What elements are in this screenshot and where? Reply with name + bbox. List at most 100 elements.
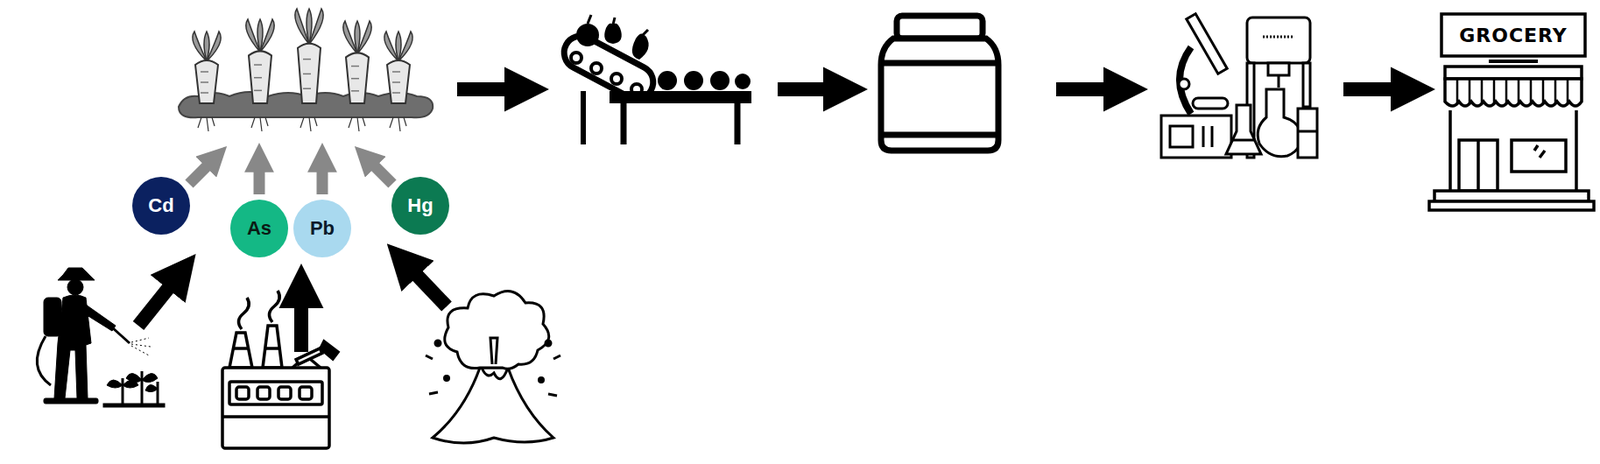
illustration-stroke xyxy=(206,31,221,62)
illustration-stroke xyxy=(411,269,447,307)
illustration-stroke xyxy=(266,346,281,351)
illustration-stroke xyxy=(232,346,249,351)
illustration-stroke xyxy=(351,77,360,80)
illustration-stroke xyxy=(140,371,144,405)
grocery-store xyxy=(1429,14,1594,211)
illustration-stroke xyxy=(1179,47,1192,114)
illustration-stroke xyxy=(1574,110,1579,191)
illustration-stroke xyxy=(1056,82,1113,97)
illustration-stroke xyxy=(710,70,730,91)
farmer-spraying xyxy=(36,267,165,408)
illustration-stroke xyxy=(545,340,551,346)
illustration-stroke xyxy=(587,14,592,24)
illustration-stroke xyxy=(1226,105,1262,155)
illustration-stroke xyxy=(1468,78,1472,104)
illustration-stroke xyxy=(576,14,751,91)
illustration-stroke xyxy=(1456,78,1460,104)
illustration-stroke xyxy=(1480,78,1484,104)
illustration-stroke xyxy=(229,332,253,368)
uptake-arrows xyxy=(189,162,393,195)
illustration-stroke xyxy=(1554,78,1558,104)
illustration-stroke xyxy=(425,355,561,396)
illustration-stroke xyxy=(580,91,586,145)
illustration-stroke xyxy=(253,166,266,195)
element-circle: Cd xyxy=(132,176,191,235)
illustration-stroke xyxy=(189,162,211,184)
illustration-stroke xyxy=(131,338,151,356)
illustration-stroke xyxy=(300,117,318,132)
illustration-stroke xyxy=(253,77,262,79)
illustration-stroke xyxy=(294,299,309,353)
illustration-stroke xyxy=(138,281,174,326)
illustration-stroke xyxy=(1476,140,1481,191)
illustration-stroke xyxy=(106,380,123,388)
illustration-stroke xyxy=(1448,110,1452,191)
illustration-stroke xyxy=(1529,78,1533,104)
illustration-stroke xyxy=(345,52,369,104)
illustration-stroke xyxy=(197,117,215,132)
illustration-stroke xyxy=(238,297,249,330)
illustration-stroke xyxy=(1457,78,1568,104)
illustration-stroke xyxy=(1186,14,1227,74)
illustration-stroke xyxy=(1441,14,1586,57)
illustration-stroke xyxy=(642,29,649,36)
illustration-stroke xyxy=(43,398,99,404)
illustration-stroke xyxy=(222,415,330,419)
illustration-stroke xyxy=(156,381,160,405)
illustration-stroke xyxy=(309,8,324,45)
illustration-stroke xyxy=(1434,190,1589,202)
illustration-stroke xyxy=(490,338,498,365)
illustration-stroke xyxy=(1247,17,1311,64)
illustration-stroke xyxy=(103,371,165,408)
factory xyxy=(222,290,339,449)
illustration-stroke xyxy=(268,290,280,323)
illustration-stroke xyxy=(348,117,366,132)
illustration-stroke xyxy=(1170,126,1193,148)
illustration-stroke xyxy=(1444,66,1582,79)
illustration-stroke xyxy=(296,348,323,365)
illustration-stroke xyxy=(112,327,130,344)
illustration-stroke xyxy=(432,367,554,444)
illustration-stroke xyxy=(131,344,151,347)
illustration-stroke xyxy=(317,166,329,195)
illustration-stroke xyxy=(1511,140,1566,172)
element-circle: As xyxy=(230,199,289,258)
illustration-stroke xyxy=(1505,78,1509,104)
illustration-stroke xyxy=(145,384,158,392)
illustration-stroke xyxy=(278,387,291,400)
illustration-stroke xyxy=(570,52,642,95)
illustration-stroke xyxy=(299,387,312,400)
illustration-stroke xyxy=(611,73,622,85)
illustration-stroke xyxy=(1542,78,1545,104)
illustration-stroke xyxy=(303,73,311,76)
illustration-stroke xyxy=(126,373,142,382)
illustration-stroke xyxy=(613,17,615,25)
carrot-field xyxy=(178,8,433,132)
conveyor-line xyxy=(558,14,752,145)
illustration-stroke xyxy=(444,376,450,381)
source-arrows xyxy=(138,269,447,353)
carrot xyxy=(343,21,372,132)
illustration-stroke xyxy=(1534,145,1538,151)
carrot xyxy=(295,8,324,132)
illustration-stroke xyxy=(881,60,999,67)
illustration-stroke xyxy=(591,63,602,74)
illustration-stroke xyxy=(131,345,149,356)
illustration-stroke xyxy=(303,87,311,90)
illustration-stroke xyxy=(251,117,268,132)
illustration-stroke xyxy=(131,338,149,343)
illustration-stroke xyxy=(570,52,582,64)
illustration-stroke xyxy=(351,65,360,68)
element-symbol: Pb xyxy=(310,217,335,240)
illustration-stroke xyxy=(297,43,321,104)
illustration-stroke xyxy=(303,58,311,61)
illustration-stroke xyxy=(1257,89,1301,157)
illustration-stroke xyxy=(457,82,514,97)
illustration-stroke xyxy=(1343,82,1400,97)
illustration-stroke xyxy=(121,378,125,405)
illustration-stroke xyxy=(435,340,441,346)
illustration-stroke xyxy=(253,90,262,92)
illustration-stroke xyxy=(657,70,677,91)
illustration-stroke xyxy=(734,103,741,145)
